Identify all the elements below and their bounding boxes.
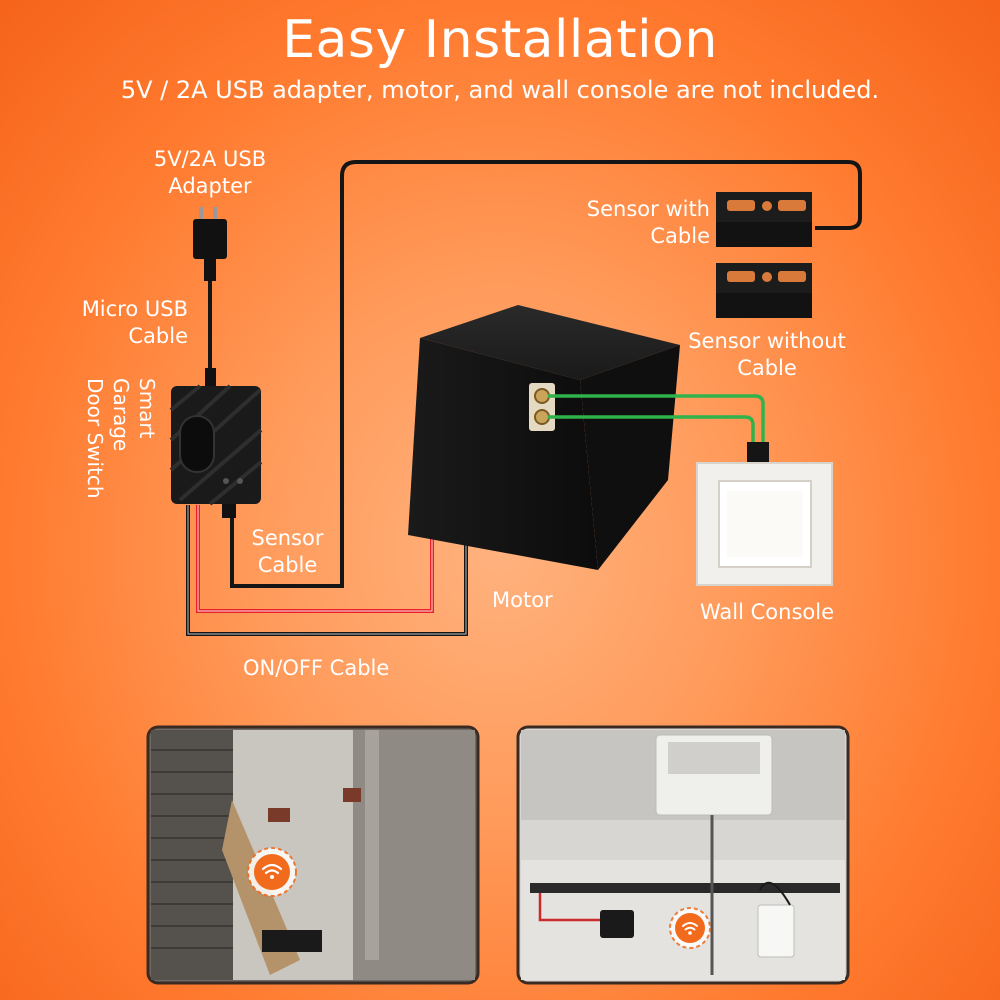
wifi-icon [261, 863, 283, 875]
label-motor: Motor [492, 588, 553, 612]
motor [408, 305, 680, 570]
wifi-icon [682, 922, 698, 931]
usb-adapter [193, 207, 227, 281]
green-wire-2 [548, 415, 755, 450]
page-subtitle: 5V / 2A USB adapter, motor, and wall con… [120, 76, 880, 104]
wifi-badge-2 [669, 907, 711, 949]
label-micro-usb-cable: Micro USB Cable [81, 297, 188, 348]
wifi-badge-1 [247, 847, 297, 897]
label-sensor-with-cable: Sensor with Cable [586, 197, 710, 248]
smart-switch [169, 384, 263, 518]
label-smart-switch: Smart Garage Door Switch [83, 378, 159, 499]
label-sensor-cable: Sensor Cable [251, 526, 324, 577]
label-on-off-cable: ON/OFF Cable [243, 656, 390, 680]
wall-console [696, 462, 833, 586]
label-sensor-without-cable: Sensor without Cable [688, 329, 846, 380]
photo-ceiling-install [516, 725, 850, 985]
sensor-without-cable [716, 263, 812, 318]
photo-garage-sensor [146, 725, 480, 985]
sensor-cable [230, 160, 862, 588]
page-title: Easy Installation [282, 10, 718, 70]
sensor-with-cable [716, 192, 812, 247]
green-wire-1 [548, 394, 765, 450]
label-usb-adapter: 5V/2A USB Adapter [153, 147, 267, 198]
label-wall-console: Wall Console [700, 600, 834, 624]
